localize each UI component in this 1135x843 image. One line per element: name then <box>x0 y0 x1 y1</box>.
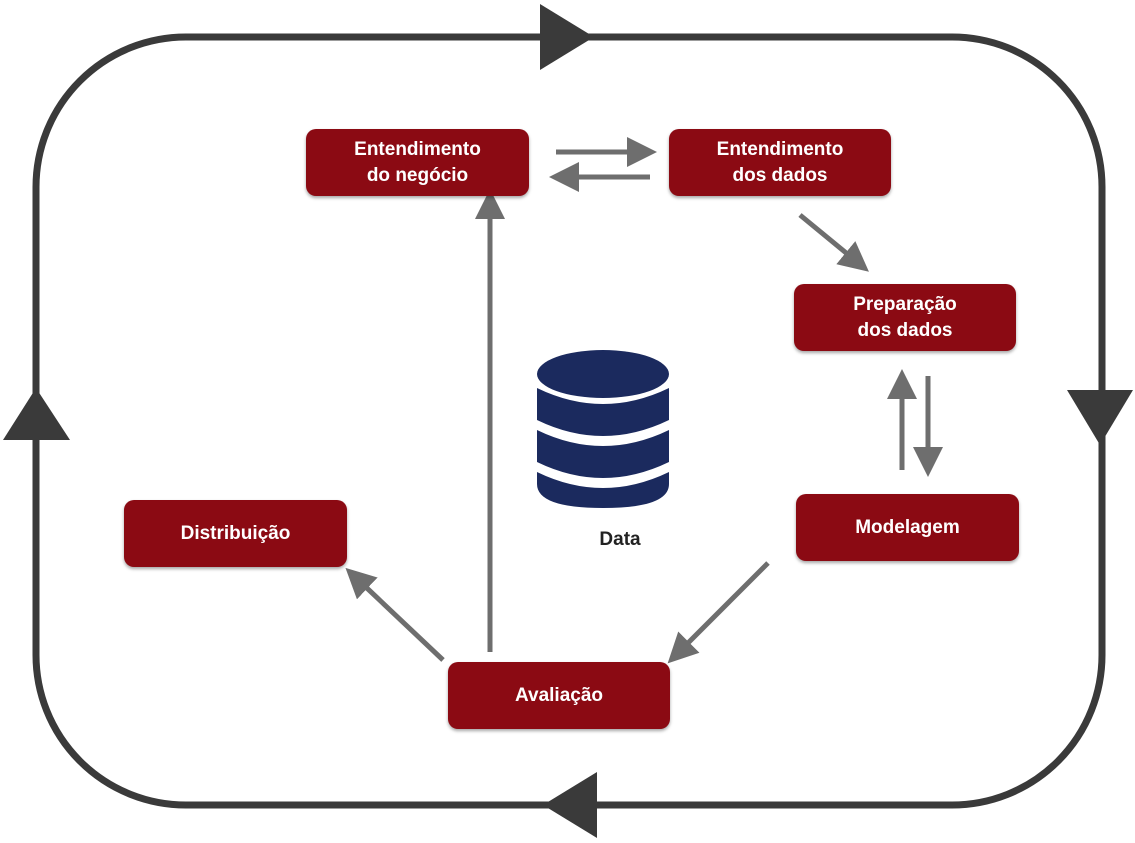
stage-business-understanding-line-1: Entendimento <box>354 138 481 160</box>
database-icon <box>537 350 669 508</box>
stage-data-understanding-line-1: Entendimento <box>716 138 844 160</box>
stage-deployment-label: Distribuição <box>180 522 291 544</box>
arrow-evaluation-to-deployment <box>345 567 445 662</box>
stage-deployment: Distribuição <box>124 500 347 567</box>
database-label: Data <box>599 529 641 550</box>
outer-arrow-right <box>1067 390 1133 445</box>
outer-arrow-bottom <box>543 772 597 838</box>
stage-modeling-label: Modelagem <box>855 516 960 538</box>
stage-evaluation-label: Avaliação <box>514 684 603 706</box>
outer-arrow-left <box>3 388 70 440</box>
outer-arrow-top <box>540 4 594 70</box>
stage-business-understanding-line-2: do negócio <box>366 164 469 186</box>
stage-business-understanding: Entendimento do negócio <box>306 129 529 196</box>
stage-data-preparation-line-1: Preparação <box>853 293 957 315</box>
arrow-data-understanding-to-preparation <box>798 213 869 272</box>
stage-data-understanding: Entendimento dos dados <box>669 129 891 196</box>
stage-evaluation: Avaliação <box>448 662 670 729</box>
arrow-modeling-to-evaluation <box>667 561 770 664</box>
stage-data-understanding-line-2: dos dados <box>732 164 828 186</box>
stage-data-preparation: Preparação dos dados <box>794 284 1016 351</box>
stage-modeling: Modelagem <box>796 494 1019 561</box>
stage-data-preparation-line-2: dos dados <box>857 319 953 341</box>
